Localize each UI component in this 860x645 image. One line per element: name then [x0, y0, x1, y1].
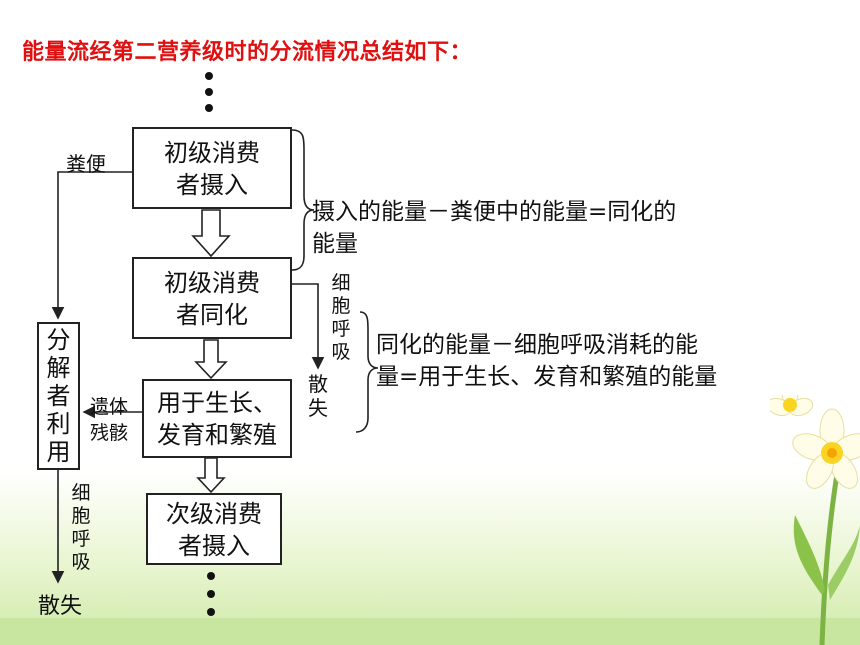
brace-2: [355, 311, 379, 433]
assimilation-dissipate-label: 散 失: [308, 372, 328, 420]
intake-formula-note: 摄入的能量－粪便中的能量=同化的 能量: [312, 199, 677, 257]
hollow-arrow-1: [191, 209, 231, 258]
remains-label: 遗体 残骸: [90, 396, 129, 444]
hollow-arrow-2: [194, 339, 228, 380]
primary-consumer-assimilation-box: 初级消费 者同化: [132, 257, 292, 339]
secondary-consumer-intake-label: 次级消费 者摄入: [166, 500, 262, 560]
decomposer-label: 分 解 者 利 用: [46, 326, 71, 466]
decomposer-respiration-label: 细 胞 呼 吸: [71, 482, 91, 573]
feces-arrow: [51, 171, 132, 320]
assimilation-formula-note: 同化的能量－细胞呼吸消耗的能 量=用于生长、发育和繁殖的能量: [376, 332, 718, 390]
continuation-dots-bottom: [207, 572, 215, 616]
continuation-dots-top: [205, 72, 213, 112]
page-title: 能量流经第二营养级时的分流情况总结如下：: [22, 40, 473, 65]
hollow-arrow-3: [196, 457, 226, 494]
primary-consumer-intake-box: 初级消费 者摄入: [132, 127, 292, 209]
flower-decoration-icon: [770, 395, 860, 645]
growth-reproduction-label: 用于生长、 发育和繁殖: [157, 389, 277, 449]
assimilation-respiration-label: 细 胞 呼 吸: [331, 272, 351, 363]
background-strip: [0, 618, 860, 645]
feces-label: 粪便: [66, 152, 106, 176]
primary-consumer-intake-label: 初级消费 者摄入: [164, 139, 260, 199]
background-gradient: [0, 470, 860, 645]
assim-respiration-arrow: [292, 283, 325, 370]
brace-1: [291, 129, 315, 271]
decomposer-box: 分 解 者 利 用: [37, 322, 80, 470]
decomposer-dissipate-label: 散失: [38, 594, 83, 619]
primary-consumer-assimilation-label: 初级消费 者同化: [164, 269, 260, 329]
growth-reproduction-box: 用于生长、 发育和繁殖: [142, 379, 292, 458]
secondary-consumer-intake-box: 次级消费 者摄入: [146, 493, 282, 565]
